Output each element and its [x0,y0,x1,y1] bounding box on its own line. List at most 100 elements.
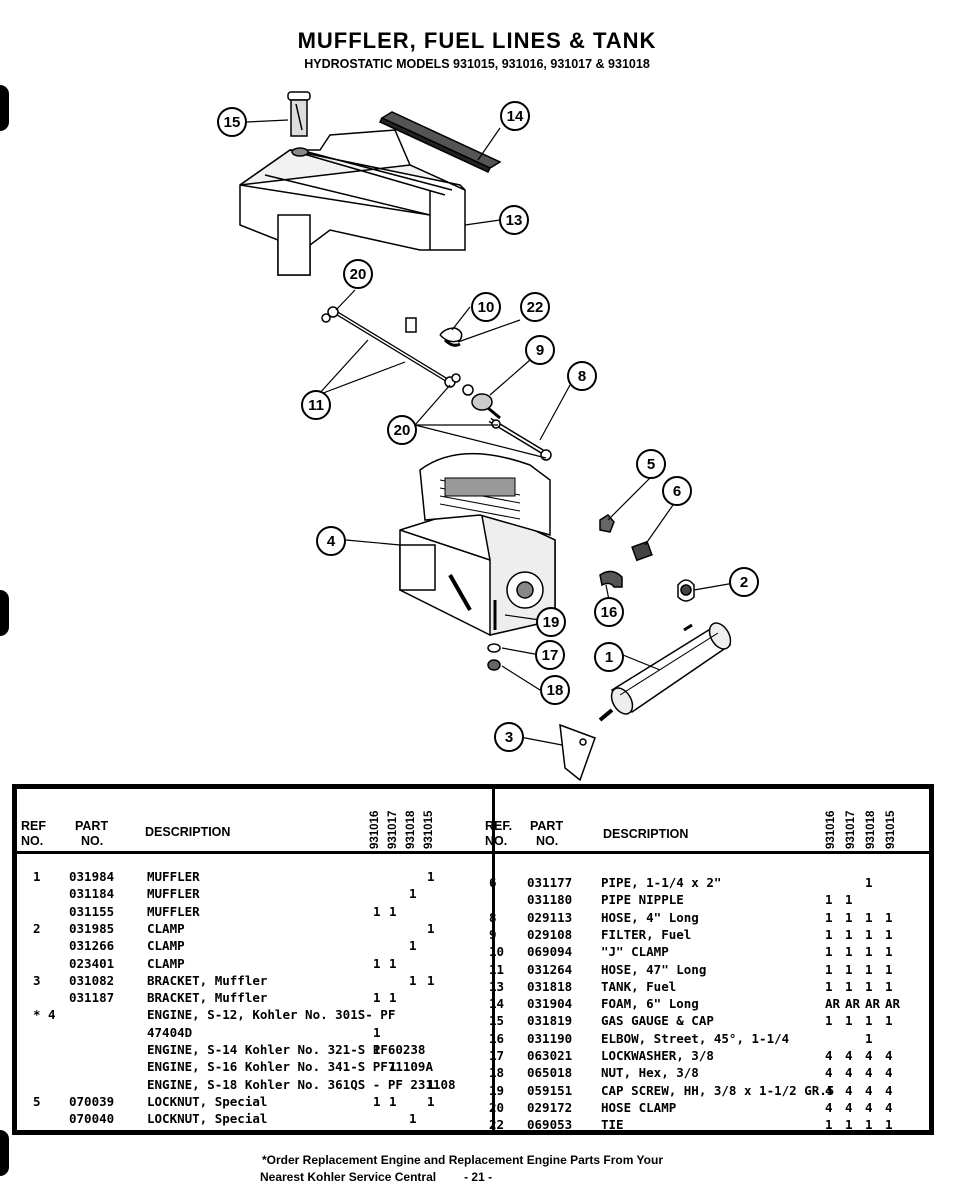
parts-table: REF NO. PART NO. DESCRIPTION 931016 9310… [12,784,934,1135]
qty-cell: 1 [825,926,833,942]
header-desc-right: DESCRIPTION [603,827,689,841]
callout-number: 17 [542,647,559,664]
qty-cell: 1 [389,955,397,971]
callout-number: 9 [536,342,544,359]
callout-1: 1 [594,642,624,672]
description-cell: LOCKWASHER, 3/8 [601,1048,714,1063]
qty-cell: 4 [845,1065,853,1081]
qty-cell: 1 [427,920,435,936]
ref-cell: 11 [489,961,505,977]
callout-circle [494,722,524,752]
part-no-cell: 029108 [527,926,573,942]
header-ref-right: REF. NO. [485,819,512,849]
qty-cell: 1 [409,886,417,902]
qty-cell: 1 [865,875,873,890]
qty-cell: 4 [865,1065,873,1081]
description-cell: ENGINE, S-14 Kohler No. 321-S PF60238 [147,1042,426,1057]
description-cell: "J" CLAMP [601,944,669,960]
description-cell: ENGINE, S-18 Kohler No. 361QS - PF 23110… [147,1076,456,1092]
binder-hole-bottom [0,1130,9,1176]
model-col-931015-left: 931015 [423,810,435,849]
qty-cell: 1 [845,961,853,977]
table-divider [492,789,495,1130]
callout-circle [217,107,247,137]
qty-cell: AR [885,996,901,1012]
description-cell: 47404D [147,1024,193,1040]
qty-cell: 1 [865,909,873,925]
callout-circle [729,567,759,597]
model-col-931016-right: 931016 [825,810,837,849]
qty-cell: 1 [409,938,417,954]
ref-cell: 8 [489,909,497,925]
callout-number: 5 [647,456,655,473]
qty-cell: 1 [885,1117,893,1133]
ref-cell: 6 [489,875,497,890]
callout-20: 20 [343,259,373,289]
ref-cell: 10 [489,944,505,960]
qty-cell: AR [825,996,841,1012]
callout-circle [387,415,417,445]
callout-14: 14 [500,101,530,131]
qty-cell: 4 [885,1065,893,1081]
header-ref-right-line1: REF. [485,819,513,833]
pipe-nipple-drawing [631,540,653,562]
qty-cell: 1 [865,1117,873,1133]
description-cell: MUFFLER [147,869,200,884]
callout-number: 22 [527,299,544,316]
callout-circle [536,607,566,637]
ref-cell: 1 [33,869,41,884]
qty-cell: 1 [389,990,397,1006]
qty-cell: 1 [845,1013,853,1029]
callout-number: 20 [394,422,411,439]
ref-cell: 3 [33,972,41,988]
part-no-cell: 063021 [527,1048,573,1063]
callout-number: 13 [506,212,523,229]
callout-number: 14 [507,108,524,125]
description-cell: MUFFLER [147,903,200,919]
callout-2: 2 [729,567,759,597]
callout-number: 15 [224,114,241,131]
model-col-931016-left: 931016 [369,810,381,849]
part-no-cell: 031984 [69,869,115,884]
muffler-drawing [598,622,732,722]
part-no-cell: 069053 [527,1117,573,1133]
callout-circle [520,292,550,322]
muffler-bracket-drawing [559,723,596,782]
ref-cell: 13 [489,978,505,994]
qty-cell: 1 [825,909,833,925]
callout-18: 18 [540,675,570,705]
callout-circle [343,259,373,289]
qty-cell: 1 [389,1059,397,1075]
callout-number: 8 [578,368,586,385]
qty-cell: 4 [865,1099,873,1115]
qty-cell: 1 [865,1030,873,1046]
callout-number: 1 [605,649,613,666]
qty-cell: 4 [825,1048,833,1063]
part-no-cell: 031187 [69,990,115,1006]
fuel-tank-drawing [239,129,466,276]
part-no-cell: 070039 [69,1093,115,1109]
qty-cell: 1 [427,869,435,884]
part-no-cell: 059151 [527,1082,573,1098]
header-ref-right-line2: NO. [485,834,508,848]
qty-cell: 4 [825,1065,833,1081]
callout-22: 22 [520,292,550,322]
footer-note: *Order Replacement Engine and Replacemen… [262,1153,663,1167]
binder-hole-top [0,85,9,131]
header-ref-left: REF NO. [21,819,46,849]
qty-cell: 1 [865,1013,873,1029]
callout-13: 13 [499,205,529,235]
